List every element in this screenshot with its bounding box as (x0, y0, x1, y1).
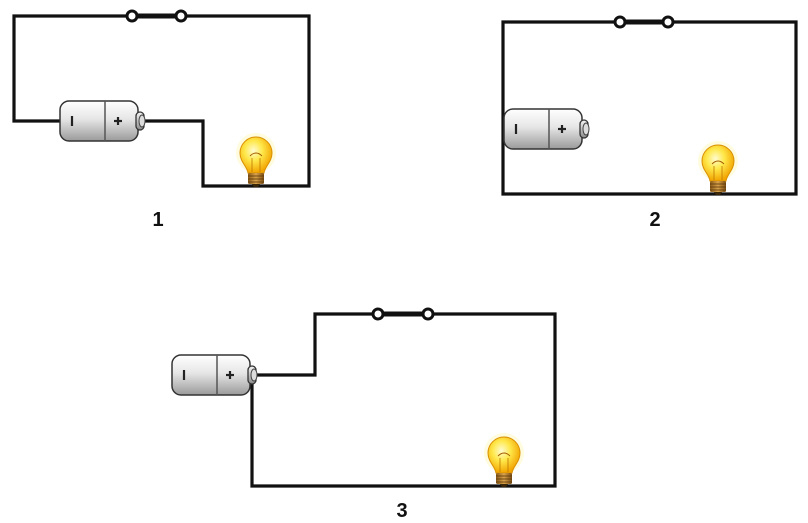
light-bulb-icon (483, 432, 525, 488)
circuit-3: 3 (170, 307, 557, 522)
circuit-label: 3 (396, 500, 407, 522)
switch-icon[interactable] (371, 307, 435, 321)
battery-icon (170, 353, 259, 397)
switch-icon[interactable] (613, 15, 675, 29)
light-bulb-icon (697, 140, 739, 196)
switch-icon[interactable] (125, 9, 188, 23)
circuit-2-wire (501, 20, 798, 196)
circuit-label: 2 (649, 209, 660, 231)
light-bulb-icon (235, 132, 277, 188)
circuit-1: 1 (12, 9, 311, 231)
circuit-2: 2 (501, 15, 798, 231)
battery-icon (58, 99, 147, 143)
circuit-label: 1 (152, 209, 163, 231)
battery-icon (502, 107, 591, 151)
circuit-3-wire (250, 312, 557, 488)
